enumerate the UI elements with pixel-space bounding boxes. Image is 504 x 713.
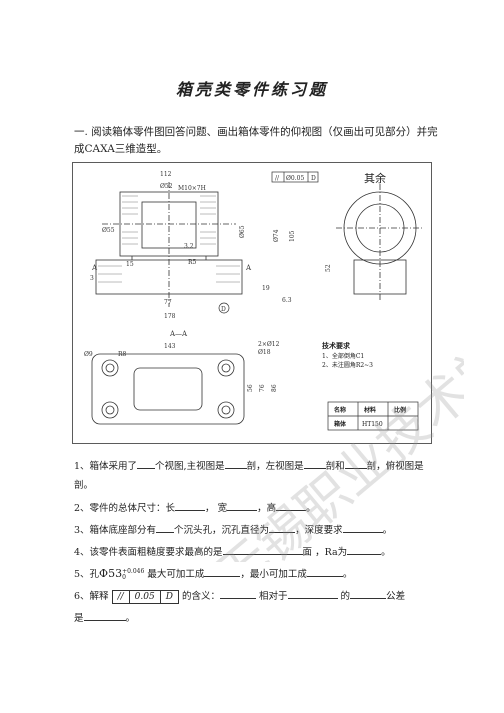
dim-hole-9: Ø9 [84,351,93,358]
question-3: 3、箱体底座部分有个沉头孔，沉孔直径为，深度要求。 [74,522,392,536]
section-mark-a-right: A [245,264,252,272]
side-view [336,184,424,302]
dim-86: 86 [271,384,278,392]
title-block [327,401,419,431]
dim-143: 143 [164,343,176,350]
dim-diam-74: Ø74 [273,229,280,242]
tb-header-scale: 比例 [394,406,406,414]
roughness-3-2: 3.2 [184,243,194,250]
tb-header-name: 名称 [334,406,346,414]
question-2: 2、零件的总体尺寸：长， 宽，高。 [74,500,316,514]
dim-counterbore-dia: Ø18 [258,349,271,356]
fcf-value: Ø0.05 [286,175,304,182]
engineering-drawing: 112 Ø52 M10×7H Ø65 Ø55 Ø74 105 15 R5 3.2… [72,162,432,444]
intro-paragraph: 一. 阅读箱体零件图回答问题、画出箱体零件的仰视图（仅画出可见部分）并完成CAX… [74,126,438,155]
tb-header-material: 材料 [363,406,376,414]
dim-height: 105 [289,230,296,242]
dim-counterbore: 2×Ø12 [258,341,280,348]
question-6-cont: 是。 [74,610,135,624]
tech-req-item-2: 2、未注圆角R2~3 [322,361,373,369]
section-view [91,353,245,425]
dim-77: 77 [164,299,172,306]
dim-r8: R8 [118,351,127,358]
front-view [95,182,243,307]
dim-76: 76 [259,384,266,392]
dim-total-length: 178 [164,313,176,320]
tech-req-title: 技术要求 [322,341,351,350]
surface-rest-label: 其余 [364,171,386,185]
dim-thread: M10×7H [178,185,206,192]
dim-15: 15 [126,261,134,268]
dim-52: 52 [325,264,332,272]
section-title-aa: A—A [169,330,188,338]
dim-bore: Ø52 [160,183,173,190]
dim-length: 112 [160,171,172,178]
fcf-symbol: // [275,175,280,182]
dim-56: 56 [247,384,254,392]
question-4: 4、该零件表面粗糙度要求最高的是面 ，Ra为。 [74,544,391,558]
fcf-datum: D [311,175,316,182]
tb-value-material: HT150 [362,421,383,428]
question-1-cont: 剖。 [74,480,94,491]
dim-19: 19 [262,285,270,292]
question-1: 1、箱体采用了个视图,主视图是剖，左视图是剖和剖，俯视图是 [74,458,424,472]
dim-3: 3 [90,275,94,282]
tb-value-name: 箱体 [334,420,347,428]
dim-diam-55: Ø55 [102,227,115,234]
page-title: 箱壳类零件练习题 [175,80,328,99]
datum-d-label: D [221,306,226,313]
tech-req-item-1: 1、全部倒角C1 [322,352,364,360]
roughness-6-3: 6.3 [282,297,292,304]
dim-diam-65: Ø65 [239,225,246,238]
section-mark-a-left: A [91,264,98,272]
dim-r5: R5 [188,259,197,266]
